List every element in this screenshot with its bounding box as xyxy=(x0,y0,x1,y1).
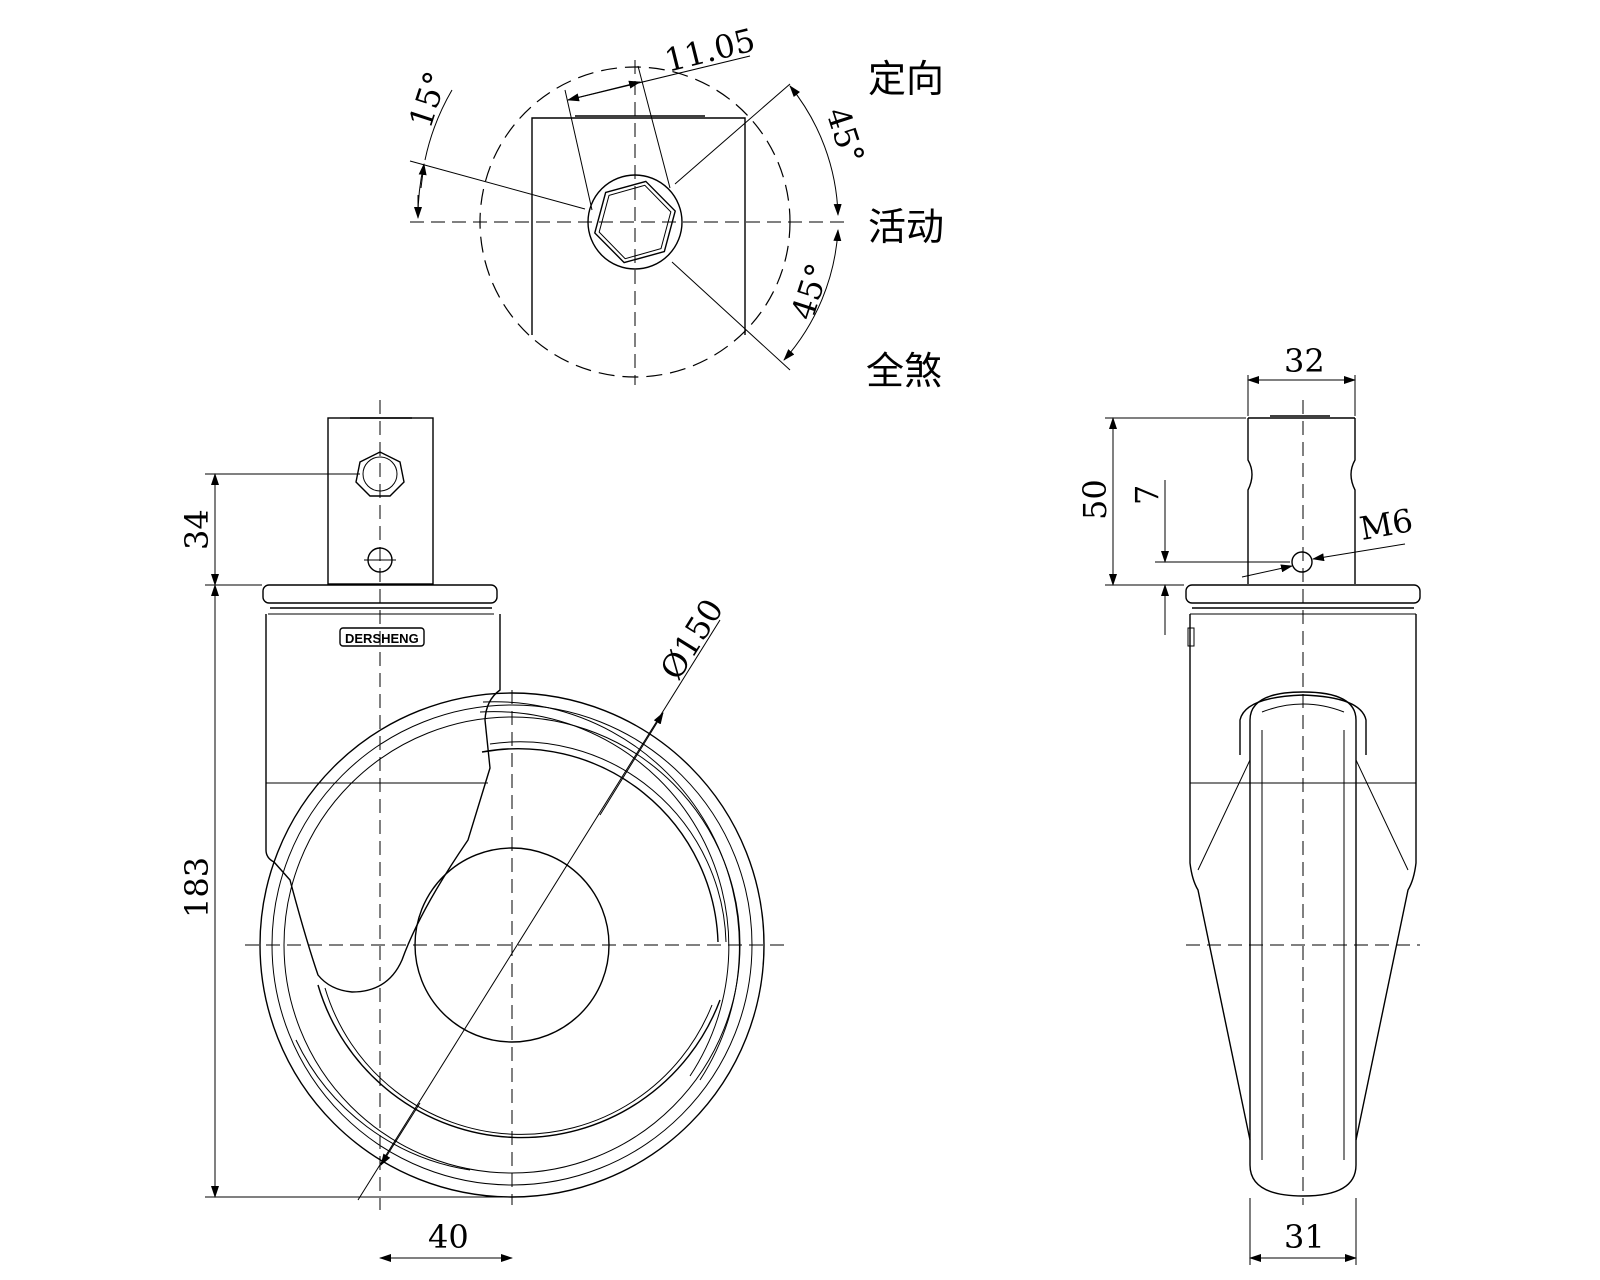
angle-15-arrow-b xyxy=(418,163,427,189)
upper-45-line xyxy=(674,83,791,185)
front-stem-body xyxy=(1247,418,1356,584)
dim-hole-pos-label: 7 xyxy=(1128,485,1166,505)
brand-plate xyxy=(339,627,425,647)
m6-leader-left xyxy=(1241,564,1293,578)
front-wheel-outer xyxy=(1249,691,1357,1197)
dim-wheel-width-label: 31 xyxy=(1284,1218,1325,1256)
label-total-brake: 全煞 xyxy=(866,349,942,393)
dim-stem-height-label: 50 xyxy=(1076,479,1114,520)
dim-thread-label: M6 xyxy=(1357,501,1416,548)
fork-brace-right xyxy=(1355,759,1409,871)
wheel-hub-upper xyxy=(481,748,719,943)
wheel-hub-ring xyxy=(317,984,721,1139)
wheel-rim-arc-1 xyxy=(482,701,740,1081)
front-view: 32 50 7 M6 31 xyxy=(1076,342,1421,1265)
label-swivel: 活动 xyxy=(868,205,944,249)
wheel-hub-upper-2 xyxy=(489,741,727,943)
m6-leader-right xyxy=(1312,543,1406,562)
hex-ext-right xyxy=(637,65,671,189)
wheel-rim-arc-3 xyxy=(295,1039,471,1171)
front-brand-edge xyxy=(1187,627,1195,647)
dim-hex-label: 11.05 xyxy=(661,21,759,80)
dim-wheel-diameter-label: Ø150 xyxy=(653,592,731,686)
wheel-hub-ring-2 xyxy=(324,987,713,1135)
diameter-arrow-upper xyxy=(599,712,664,816)
label-fixed: 定向 xyxy=(868,57,944,101)
diameter-arrow-lower xyxy=(380,1102,421,1166)
angle-45-lower-arc xyxy=(783,229,842,361)
hex-dim-arrows xyxy=(567,80,641,102)
fork-housing xyxy=(265,614,501,993)
fork-leg-left xyxy=(1189,614,1251,1141)
top-plate-outline xyxy=(531,117,746,335)
hex-socket-icon xyxy=(594,180,676,264)
hex-socket-inner xyxy=(598,184,672,260)
fork-brace-left xyxy=(1197,759,1251,871)
side-view: DERSHENG Ø150 34 183 40 xyxy=(178,400,785,1262)
top-view: 11.05 15° 45° 45° 定向 活动 全煞 xyxy=(401,21,944,393)
angle-45-upper-arc xyxy=(789,85,842,216)
angle-45-lower-label: 45° xyxy=(783,259,837,325)
dim-stem-offset-label: 34 xyxy=(178,509,216,550)
angle-15-line xyxy=(409,160,586,210)
hex-ext-left xyxy=(564,89,593,211)
stem-circle xyxy=(587,174,683,270)
lower-45-line xyxy=(671,261,791,371)
angle-15-arc-ext xyxy=(424,89,453,161)
dim-height-label: 183 xyxy=(178,857,216,918)
brand-label: DERSHENG xyxy=(345,631,419,646)
dim-offset-label: 40 xyxy=(428,1218,469,1256)
angle-15-label: 15° xyxy=(401,67,455,133)
wheel-rim-arc-2 xyxy=(479,711,730,1077)
angle-45-upper-label: 45° xyxy=(818,103,872,169)
front-stem-hole xyxy=(1291,551,1313,573)
fork-leg-right xyxy=(1355,614,1417,1141)
dim-stem-width-label: 32 xyxy=(1284,342,1325,380)
